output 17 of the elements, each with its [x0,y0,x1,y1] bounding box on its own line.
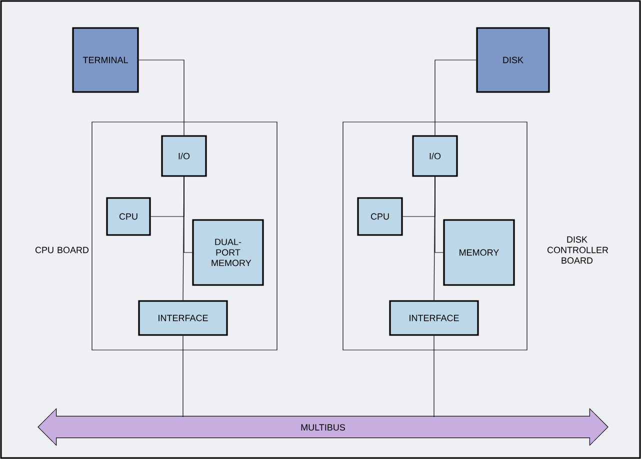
component-box: CPU [106,197,151,236]
connector-line [434,60,476,136]
component-box: INTERFACE [389,300,479,336]
connector-line [182,176,184,300]
connector-line [182,336,184,418]
component-box: DUAL-PORT MEMORY [192,219,264,286]
component-box: I/O [161,135,207,177]
device-box: DISK [476,27,550,93]
connector-line [138,60,184,136]
component-box: MEMORY [443,219,515,286]
board-label: CPU BOARD [35,246,89,254]
board-label: DISK CONTROLLER BOARD [547,236,608,264]
connector-line [434,176,436,300]
device-box: TERMINAL [72,27,139,93]
component-box: CPU [357,197,403,236]
component-box: INTERFACE [138,300,228,336]
component-box: I/O [412,135,458,177]
